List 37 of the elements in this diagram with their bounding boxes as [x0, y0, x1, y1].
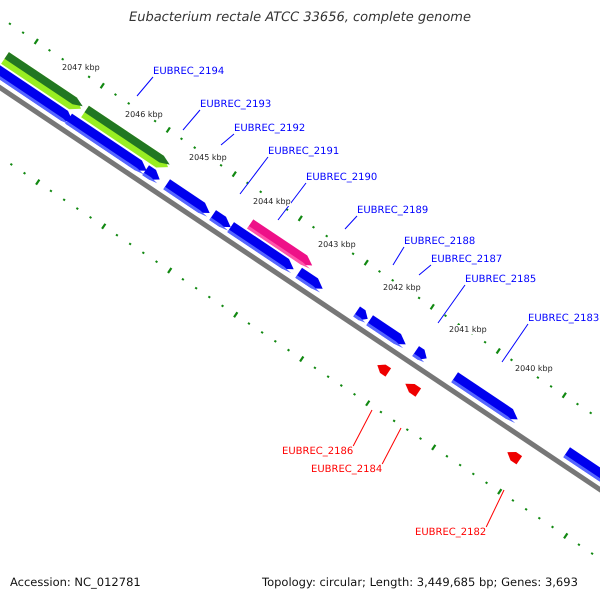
gene-label: EUBREC_2193 [200, 99, 272, 110]
gene-label: EUBREC_2185 [465, 274, 536, 285]
gene-label: EUBREC_2187 [431, 254, 502, 265]
leader-line [278, 182, 306, 220]
gene-label: EUBREC_2190 [306, 172, 378, 183]
gene-label: EUBREC_2186 [282, 446, 354, 457]
title: Eubacterium rectale ATCC 33656, complete genome [128, 10, 472, 25]
leader-line [418, 264, 432, 276]
gene-label: EUBREC_2189 [357, 205, 428, 216]
leader-line [136, 76, 154, 96]
leader-line [486, 490, 504, 528]
gene-label: EUBREC_2191 [268, 146, 340, 157]
leader-line [344, 216, 358, 230]
position-label: 2044 kbp [253, 197, 291, 206]
position-label: 2040 kbp [515, 364, 553, 373]
leader-line [240, 156, 268, 194]
gene-label: EUBREC_2182 [415, 527, 486, 538]
leader-line [392, 246, 404, 266]
leader-line [438, 284, 466, 324]
gene-label: EUBREC_2183 [528, 313, 600, 324]
position-label: 2043 kbp [318, 240, 356, 249]
position-label: 2045 kbp [189, 153, 227, 162]
position-label: 2046 kbp [125, 110, 163, 119]
gene-label: EUBREC_2188 [404, 236, 476, 247]
position-label: 2041 kbp [449, 325, 487, 334]
leader-line [382, 428, 402, 464]
footer-text: Topology: circular; Length: 3,449,685 bp; Genes: 3,693 [262, 576, 578, 589]
gene-label: EUBREC_2192 [234, 123, 306, 134]
gene-label: EUBREC_2194 [153, 66, 224, 77]
footer-text: Accession: NC_012781 [10, 576, 141, 589]
position-label: 2047 kbp [62, 63, 100, 72]
leader-line [182, 110, 200, 130]
leader-line [220, 134, 234, 146]
position-label: 2042 kbp [383, 283, 421, 292]
leader-line [352, 410, 372, 446]
gene-label: EUBREC_2184 [311, 464, 382, 475]
leader-line [502, 324, 528, 362]
